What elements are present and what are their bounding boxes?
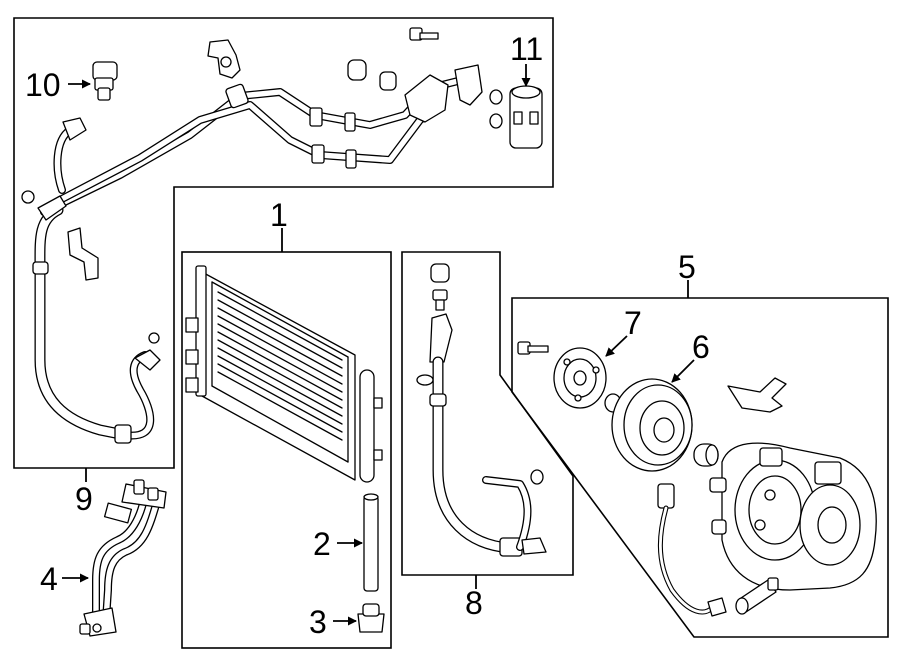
- part-1-condenser: [185, 265, 383, 483]
- bushing: [693, 443, 719, 467]
- callout-7: 7: [624, 305, 642, 341]
- bracket-side: [67, 227, 99, 281]
- callout-9: 9: [75, 481, 93, 517]
- compressor-bracket: [727, 377, 787, 413]
- suction-hose: [32, 204, 161, 444]
- part-3-plug: [357, 603, 385, 633]
- group-1-frame: [181, 251, 392, 649]
- part-4-service-line: [79, 479, 167, 637]
- field-coil-lead: [657, 483, 727, 617]
- part-10-pressure-switch: [92, 61, 118, 101]
- liquid-line: [21, 64, 483, 221]
- o-rings-top: [489, 89, 503, 129]
- bolt-top: [409, 27, 439, 41]
- callout-2: 2: [313, 526, 331, 562]
- part-6-clutch-pulley: [611, 378, 693, 472]
- callout-5: 5: [678, 249, 696, 285]
- callout-10: 10: [25, 67, 61, 103]
- part-8-discharge-hose: [416, 263, 547, 557]
- arrow-7: [605, 335, 628, 357]
- compressor-bolt: [517, 341, 549, 355]
- part-2-desiccant: [363, 493, 379, 592]
- cap-set: [347, 59, 397, 91]
- callout-1: 1: [270, 197, 288, 233]
- callout-6: 6: [692, 329, 710, 365]
- group-5-frame: [511, 297, 889, 638]
- group-8-frame: [401, 251, 574, 576]
- callout-4: 4: [40, 561, 58, 597]
- callout-8: 8: [465, 585, 483, 621]
- callout-11: 11: [510, 31, 543, 67]
- part-7-clutch-hub: [553, 347, 607, 409]
- bracket-top: [207, 39, 241, 79]
- callout-3: 3: [309, 604, 327, 640]
- compressor-body: [709, 442, 877, 591]
- group-9-frame: [13, 17, 554, 469]
- arrow-6: [671, 359, 695, 383]
- part-11-expansion-valve: [509, 85, 543, 149]
- pressure-sensor: [735, 577, 779, 615]
